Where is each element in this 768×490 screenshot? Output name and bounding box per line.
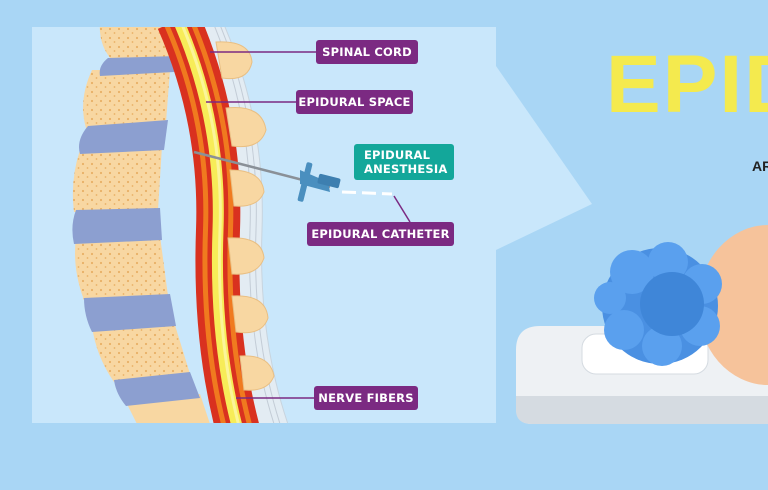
epidural-anesthesia-label: EPIDURAL ANESTHESIA: [354, 144, 454, 180]
spinal-cord-label: SPINAL CORD: [316, 40, 418, 64]
cord-highlight: [181, 27, 240, 423]
vertebral-bodies: [72, 27, 210, 423]
surgical-cap: [594, 242, 722, 366]
spinous-processes: [215, 41, 275, 391]
epidural-catheter-label: EPIDURAL CATHETER: [307, 222, 454, 246]
epidural-needle: [193, 150, 341, 202]
epidural-anesthesia-line2: ANESTHESIA: [364, 162, 448, 176]
leader-lines: [206, 51, 411, 399]
epidural-space-label: EPIDURAL SPACE: [296, 90, 413, 114]
spinal-cord-layer: [174, 27, 242, 423]
intervertebral-discs: [72, 56, 200, 406]
zoom-callout: [496, 66, 592, 250]
subtitle-text: AR: [752, 158, 768, 174]
patient-scene: [516, 225, 768, 424]
epidural-anesthesia-line1: EPIDURAL: [364, 148, 431, 162]
epidural-catheter-line: [341, 190, 393, 196]
nerve-fibers-label: NERVE FIBERS: [314, 386, 418, 410]
title-text: EPID: [606, 39, 768, 130]
patient-head: [698, 225, 768, 385]
